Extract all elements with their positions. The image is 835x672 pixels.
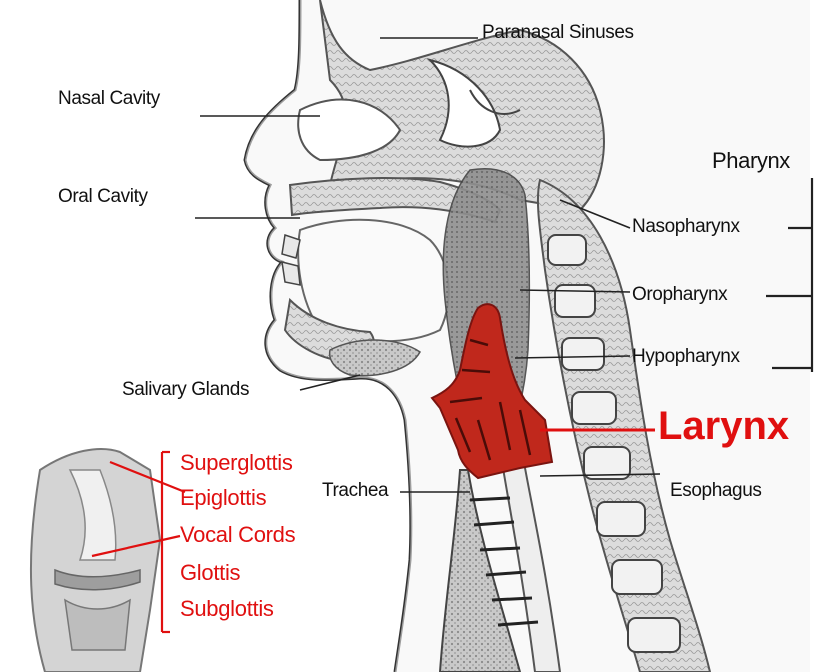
label-glottis: Glottis bbox=[180, 560, 240, 586]
label-supraglottis: Superglottis bbox=[180, 450, 293, 476]
label-trachea: Trachea bbox=[322, 480, 388, 502]
label-epiglottis: Epiglottis bbox=[180, 485, 266, 511]
label-oral-cavity: Oral Cavity bbox=[58, 186, 148, 208]
label-nasal-cavity: Nasal Cavity bbox=[58, 88, 160, 110]
label-nasopharynx: Nasopharynx bbox=[632, 216, 740, 238]
label-paranasal-sinuses: Paranasal Sinuses bbox=[482, 22, 634, 44]
label-salivary-glands: Salivary Glands bbox=[122, 379, 249, 401]
larynx-inset bbox=[31, 449, 160, 672]
label-esophagus: Esophagus bbox=[670, 480, 761, 502]
label-oropharynx: Oropharynx bbox=[632, 284, 727, 306]
label-pharynx: Pharynx bbox=[712, 148, 790, 174]
label-subglottis: Subglottis bbox=[180, 596, 274, 622]
label-hypopharynx: Hypopharynx bbox=[632, 346, 740, 368]
label-larynx: Larynx bbox=[658, 404, 789, 449]
label-vocal-cords: Vocal Cords bbox=[180, 522, 295, 548]
